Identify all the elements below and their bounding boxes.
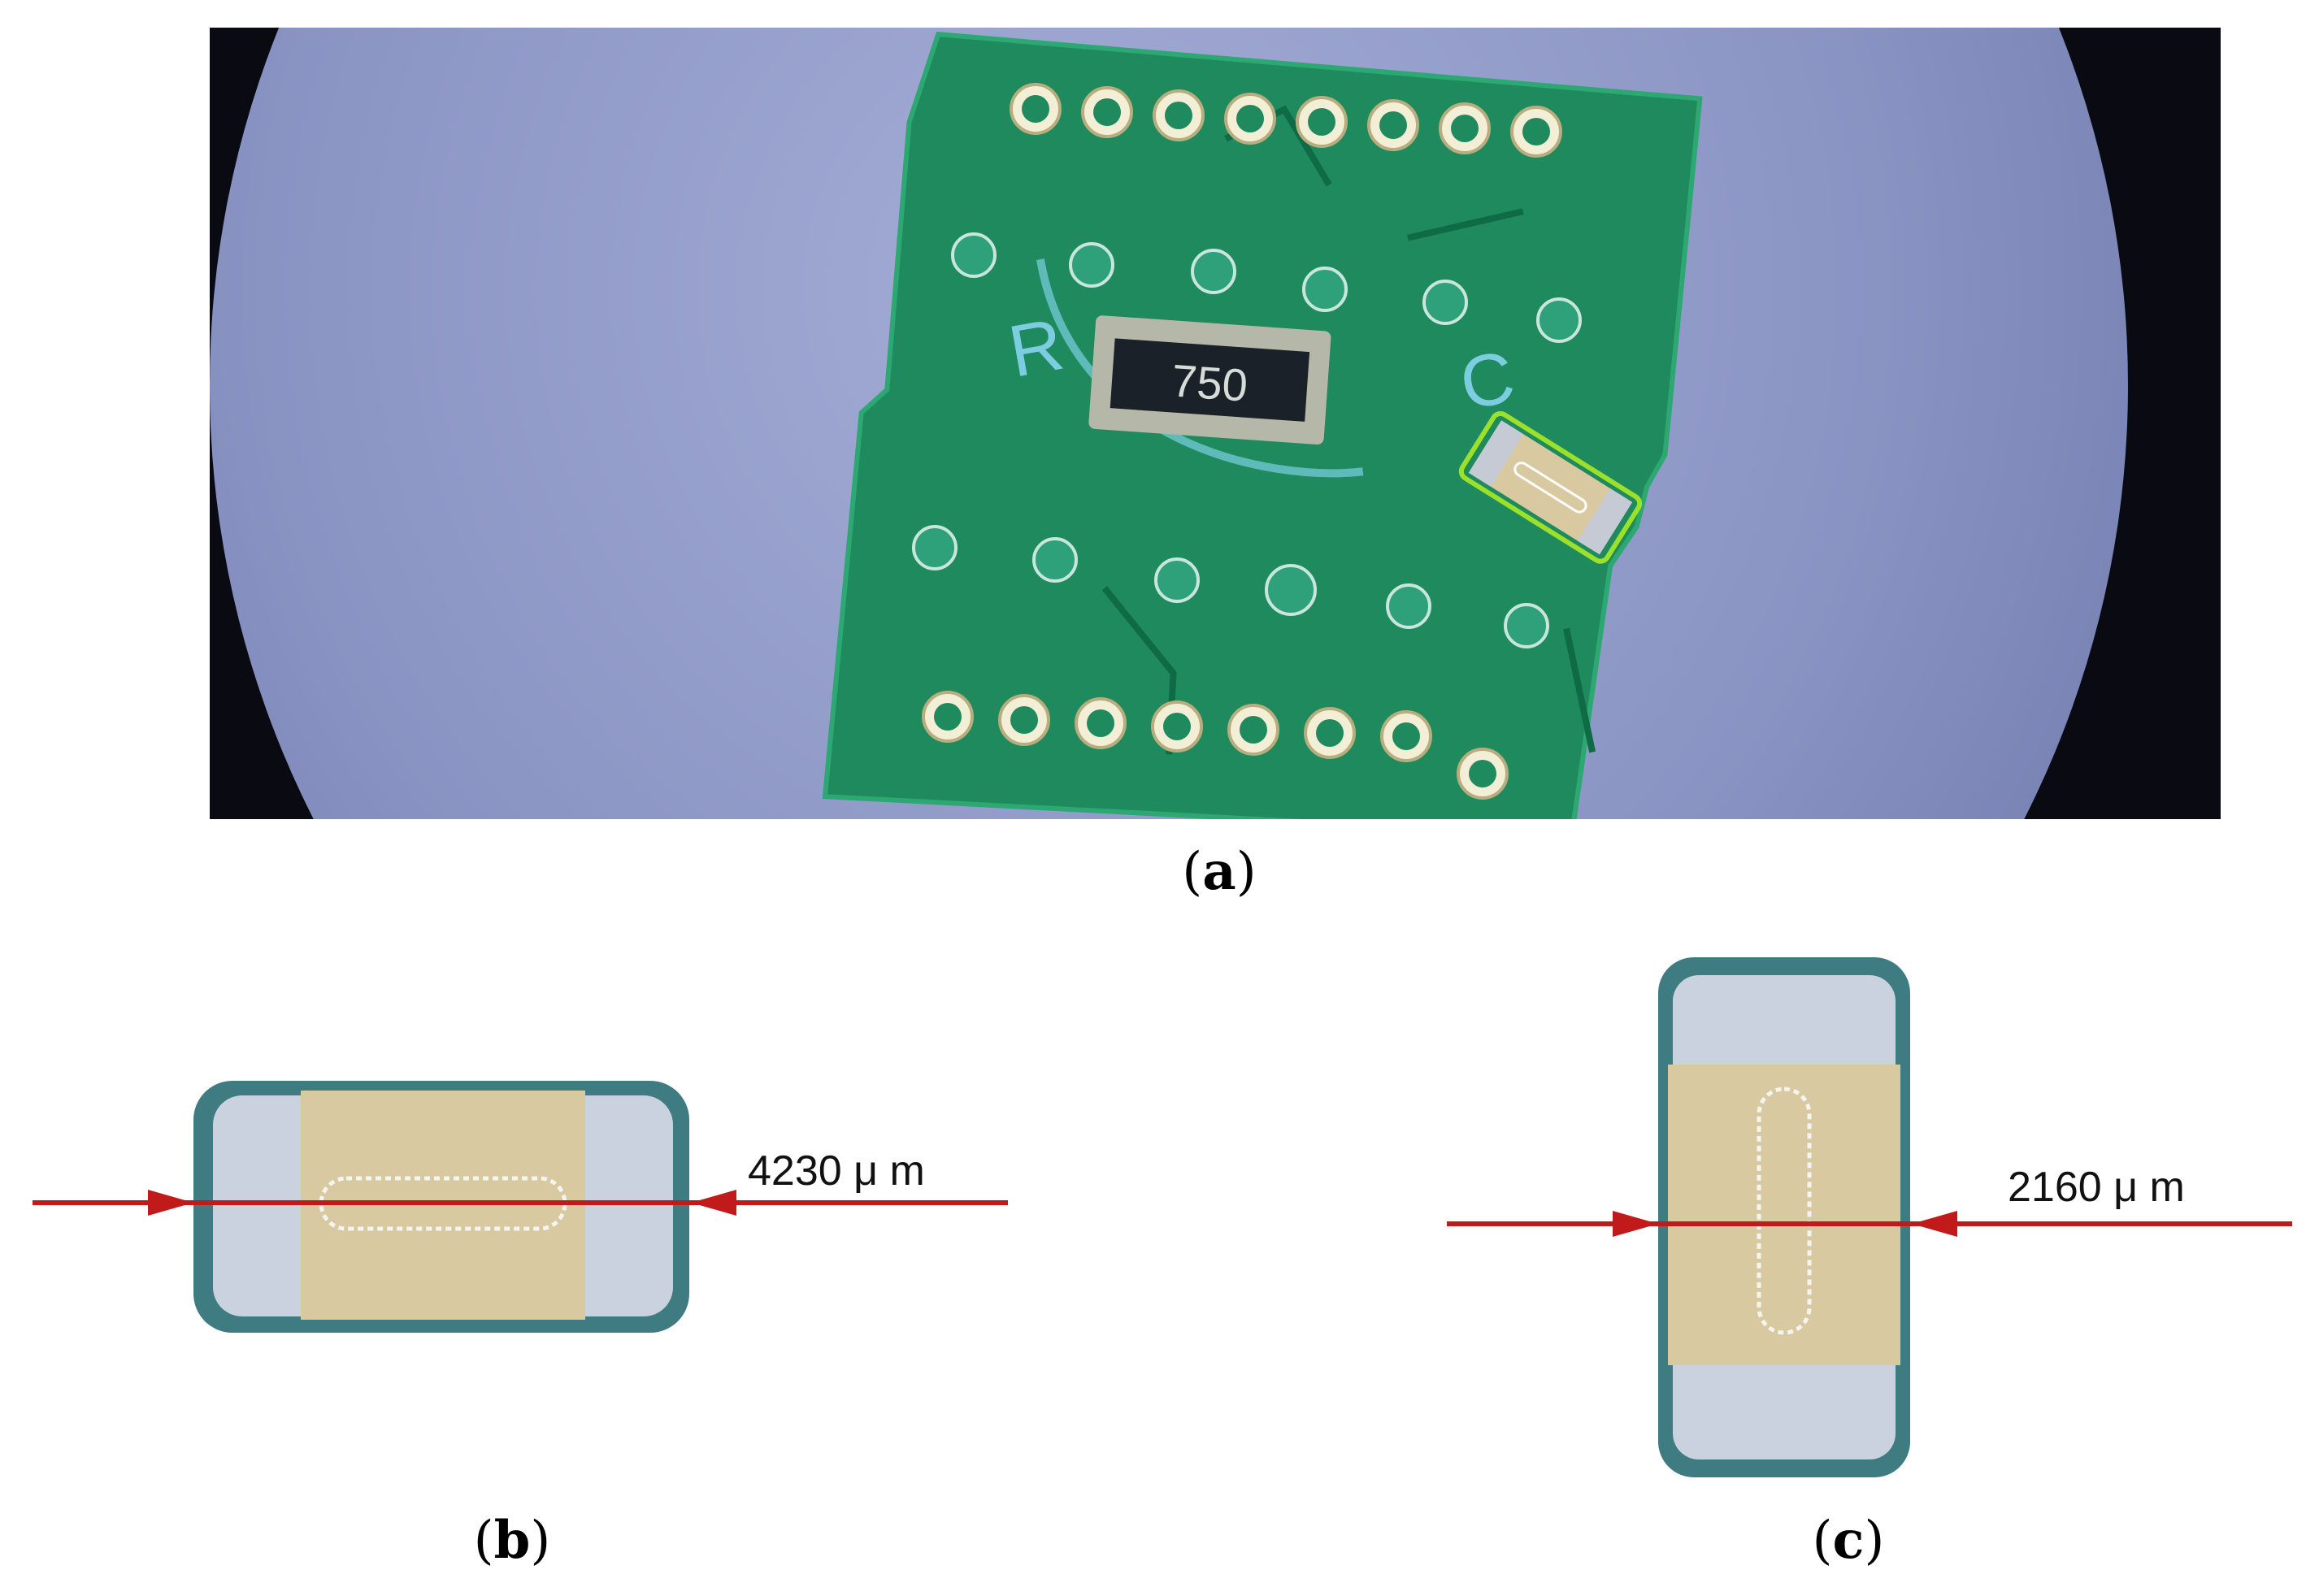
measurement-arrow-c bbox=[1447, 1211, 2292, 1237]
caption-c: (c) bbox=[1767, 1510, 1930, 1571]
resistor-array: 750 bbox=[1088, 315, 1331, 445]
resistor-marking: 750 bbox=[1170, 354, 1249, 410]
arrow-right-head bbox=[1912, 1211, 1957, 1237]
arrow-left-head bbox=[1613, 1211, 1658, 1237]
caption-b-open: ( bbox=[473, 1511, 494, 1571]
lower-via-row bbox=[912, 525, 1549, 648]
capacitor-width-view: 2160 μ m bbox=[1414, 951, 2306, 1487]
capacitor-length-view: 4230 μ m bbox=[0, 1056, 1057, 1381]
arrow-right-head bbox=[691, 1190, 736, 1216]
caption-b: (b) bbox=[431, 1510, 593, 1571]
pcb-photo: R C 750 bbox=[210, 28, 2221, 819]
capacitor-body-horizontal bbox=[193, 1081, 689, 1333]
caption-c-letter: c bbox=[1832, 1510, 1865, 1571]
capacitor-width-svg: 2160 μ m bbox=[1447, 957, 2292, 1477]
upper-via-row bbox=[951, 232, 1582, 343]
pcb-microscope-image: R C 750 bbox=[210, 28, 2221, 819]
caption-c-close: ) bbox=[1864, 1511, 1885, 1571]
arrow-left-head bbox=[148, 1190, 193, 1216]
highlighted-capacitor bbox=[1458, 410, 1643, 564]
caption-a-letter: a bbox=[1202, 841, 1236, 902]
caption-a: (a) bbox=[1138, 841, 1301, 902]
caption-c-open: ( bbox=[1812, 1511, 1833, 1571]
length-measurement-label: 4230 μ m bbox=[748, 1147, 925, 1195]
width-measurement-label: 2160 μ m bbox=[2008, 1164, 2185, 1211]
measurement-arrow-b bbox=[33, 1190, 1008, 1216]
caption-b-close: ) bbox=[530, 1511, 551, 1571]
caption-a-close: ) bbox=[1236, 842, 1257, 902]
caption-a-open: ( bbox=[1182, 842, 1203, 902]
capacitor-length-svg: 4230 μ m bbox=[33, 1081, 1008, 1333]
capacitor-body-vertical bbox=[1658, 957, 1910, 1477]
caption-b-letter: b bbox=[493, 1510, 531, 1571]
